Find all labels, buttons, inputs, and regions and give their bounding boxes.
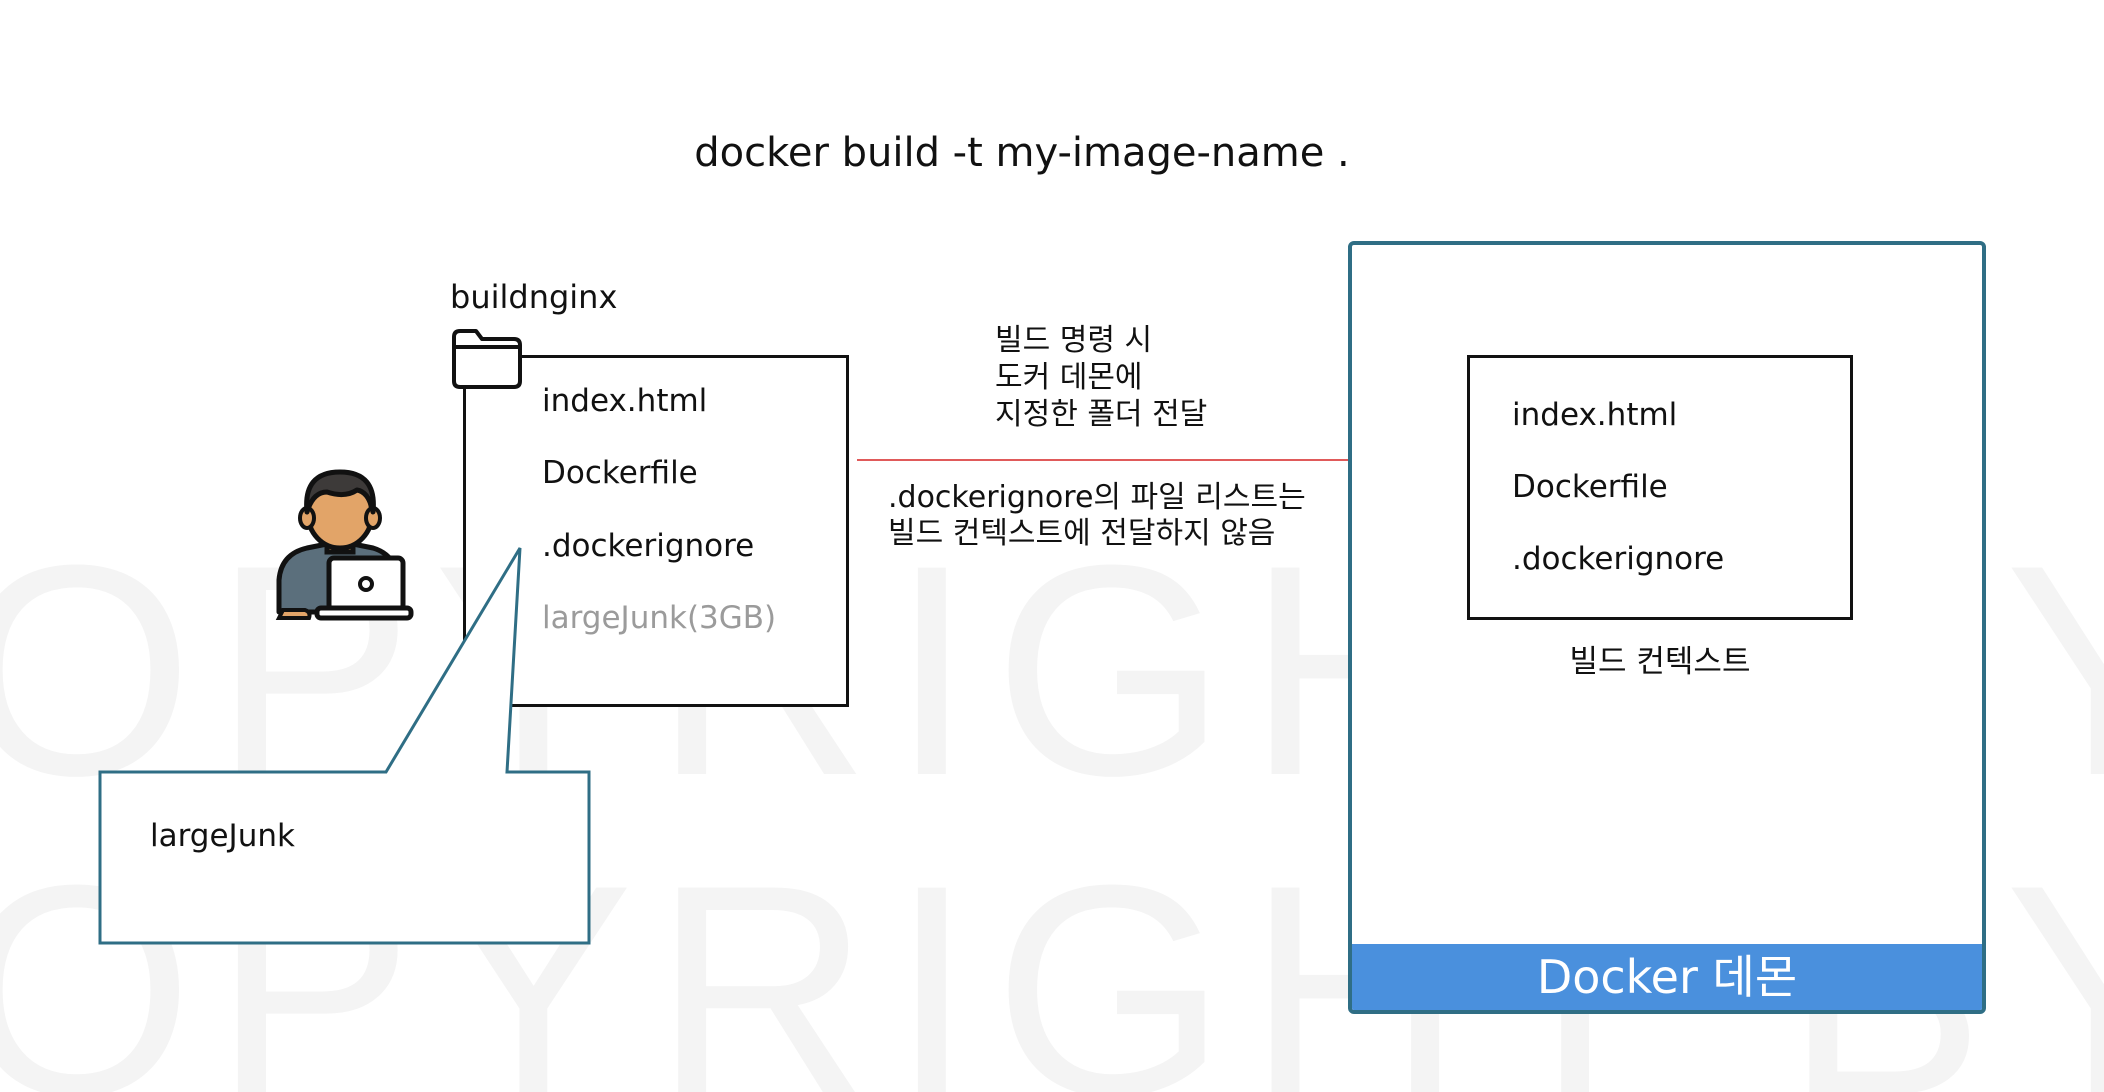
local-file-dockerignore: .dockerignore xyxy=(542,528,755,564)
context-file-dockerfile: Dockerfile xyxy=(1512,469,1668,505)
transfer-note: 빌드 명령 시 도커 데몬에 지정한 폴더 전달 xyxy=(995,322,1207,433)
ignore-note-line-2: 빌드 컨텍스트에 전달하지 않음 xyxy=(888,516,1276,551)
transfer-note-line-2: 도커 데몬에 xyxy=(995,360,1143,395)
command-title: docker build -t my-image-name . xyxy=(694,130,1350,176)
transfer-note-line-1: 빌드 명령 시 xyxy=(995,323,1153,358)
local-file-dockerfile: Dockerfile xyxy=(542,455,698,491)
docker-daemon-title: Docker 데몬 xyxy=(1352,944,1982,1010)
build-context-box xyxy=(1467,355,1853,620)
context-file-index-html: index.html xyxy=(1512,397,1678,433)
folder-name: buildnginx xyxy=(450,278,618,316)
context-file-dockerignore: .dockerignore xyxy=(1512,541,1725,577)
local-file-large-junk: largeJunk(3GB) xyxy=(542,600,777,636)
build-context-label: 빌드 컨텍스트 xyxy=(1569,644,1751,680)
callout-text: largeJunk xyxy=(150,818,295,854)
dockerignore-callout-bubble xyxy=(98,547,591,945)
developer-laptop-icon xyxy=(275,469,414,621)
transfer-note-line-3: 지정한 폴더 전달 xyxy=(995,397,1208,432)
ignore-note-line-1: .dockerignore의 파일 리스트는 xyxy=(888,480,1306,515)
local-folder-box xyxy=(463,355,849,707)
local-file-index-html: index.html xyxy=(542,383,708,419)
folder-icon xyxy=(452,329,522,389)
docker-daemon-box: Docker 데몬 xyxy=(1348,241,1986,1014)
ignore-note: .dockerignore의 파일 리스트는 빌드 컨텍스트에 전달하지 않음 xyxy=(888,480,1306,552)
